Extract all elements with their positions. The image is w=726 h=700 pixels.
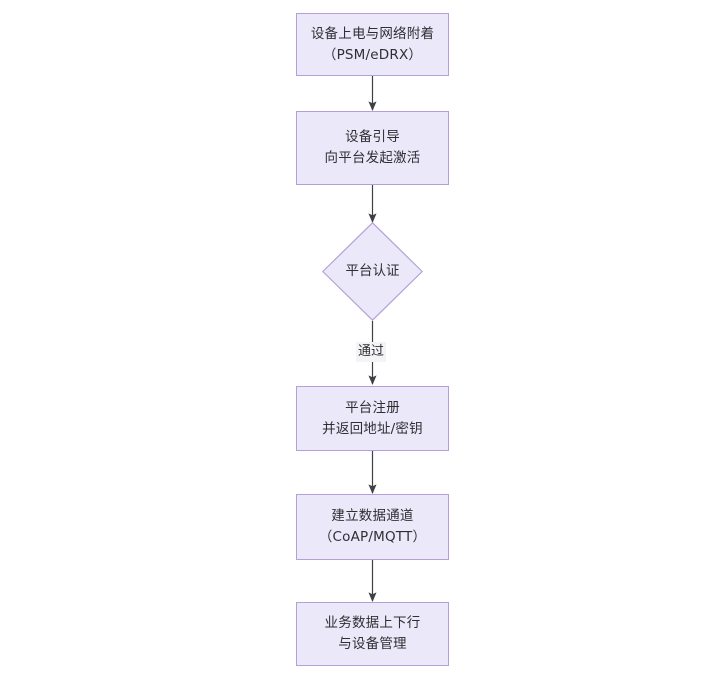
node-line-primary: 建立数据通道 — [331, 508, 414, 524]
node-line-primary: 设备引导 — [345, 129, 400, 145]
node-line-primary: 平台认证 — [345, 263, 400, 279]
node-device-bootstrap[interactable]: 设备引导 向平台发起激活 — [296, 111, 449, 185]
node-line-secondary: 与设备管理 — [338, 636, 407, 652]
node-line-primary: 设备上电与网络附着 — [310, 25, 435, 42]
node-line-secondary: 向平台发起激活 — [324, 150, 421, 166]
node-device-power-on[interactable]: 设备上电与网络附着 （PSM/eDRX） — [296, 13, 449, 76]
node-line-secondary: 并返回地址/密钥 — [322, 420, 423, 437]
edge-label-text: 通过 — [358, 344, 385, 359]
node-platform-registration[interactable]: 平台注册 并返回地址/密钥 — [296, 386, 449, 451]
node-line-secondary: （CoAP/MQTT） — [318, 529, 427, 545]
diamond-shape-icon — [322, 222, 423, 321]
node-line-secondary: （PSM/eDRX） — [322, 46, 423, 63]
node-business-data[interactable]: 业务数据上下行 与设备管理 — [296, 602, 449, 666]
node-data-channel[interactable]: 建立数据通道 （CoAP/MQTT） — [296, 494, 449, 560]
edge-label-pass: 通过 — [356, 342, 387, 362]
node-line-primary: 业务数据上下行 — [324, 615, 421, 631]
node-platform-auth-decision[interactable]: 平台认证 — [322, 222, 423, 321]
node-line-primary: 平台注册 — [345, 399, 400, 416]
